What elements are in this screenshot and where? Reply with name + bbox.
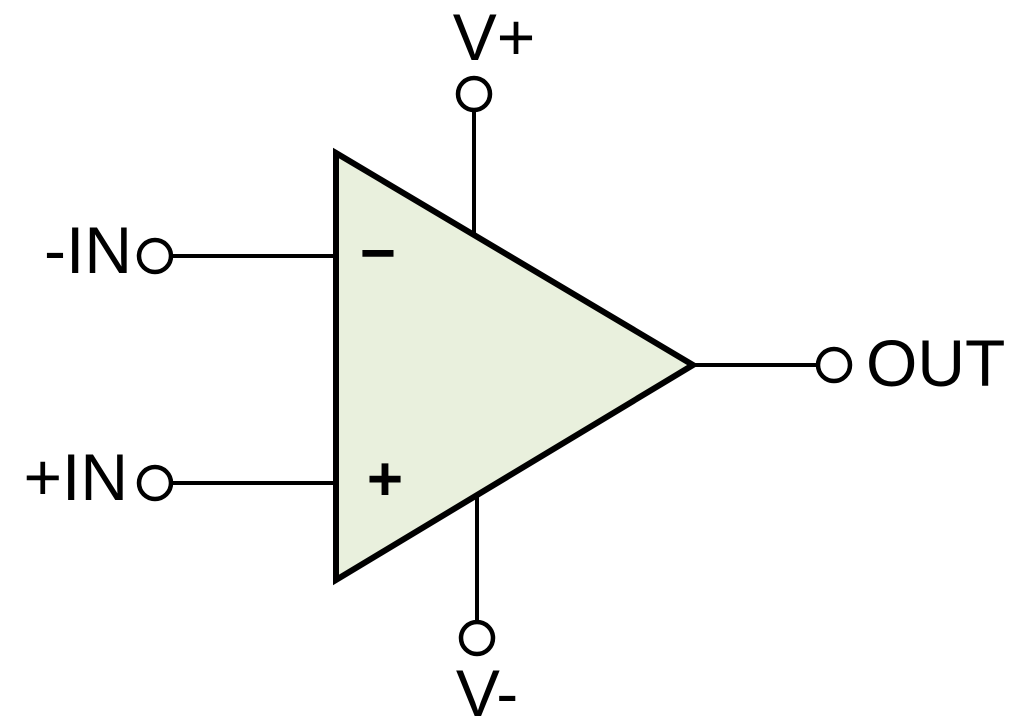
v-plus-label: V+ xyxy=(453,0,536,74)
in-plus-terminal xyxy=(136,464,174,502)
non-inverting-sign: + xyxy=(367,445,403,514)
v-plus-terminal xyxy=(455,75,493,113)
op-amp-triangle xyxy=(333,147,699,586)
out-label: OUT xyxy=(866,326,1005,400)
out-terminal xyxy=(815,346,853,384)
inverting-sign: − xyxy=(360,219,396,288)
in-minus-label: -IN xyxy=(44,213,132,287)
v-minus-terminal xyxy=(458,619,496,657)
v-minus-label: V- xyxy=(456,656,518,726)
in-plus-label: +IN xyxy=(23,440,128,514)
in-minus-terminal xyxy=(136,237,174,275)
